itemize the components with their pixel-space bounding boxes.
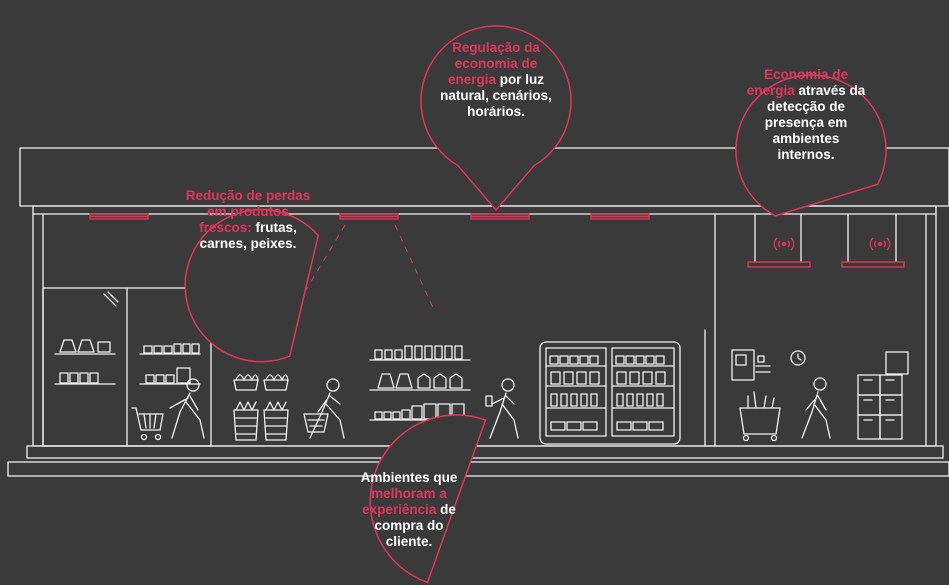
callout-fresh-products: Redução de perdas em produtos frescos: f… xyxy=(180,188,316,252)
refrigerators xyxy=(539,341,681,445)
glass-glare xyxy=(107,291,119,303)
callout-bubble-light xyxy=(420,25,572,212)
storage-room xyxy=(731,213,909,442)
center-shelves xyxy=(369,345,471,421)
callout-presence-detection: Economia de energia através da detecção … xyxy=(746,67,866,163)
callout-presence-accent: Economia de energia xyxy=(746,67,849,98)
callout-light-accent: Regulação da economia de energia xyxy=(447,40,540,87)
callout-fresh-text: frutas, carnes, peixes. xyxy=(199,220,297,251)
floor-base xyxy=(26,445,944,459)
display-shelf-items xyxy=(54,339,201,385)
callout-fresh-accent: Redução de perdas em produtos frescos: xyxy=(185,188,311,235)
produce-display xyxy=(233,374,289,441)
callout-bubble-fresh xyxy=(184,208,320,363)
glass-glare xyxy=(103,293,117,307)
callout-presence-text: através da detecção de presença em ambie… xyxy=(764,83,866,162)
callout-light-text: por luz natural, cenários, horários. xyxy=(440,72,552,119)
ceiling-lamps xyxy=(89,213,905,268)
callout-bubble-presence xyxy=(735,74,887,217)
callout-natural-light: Regulação da economia de energia por luz… xyxy=(440,40,552,120)
callout-experience-text-before: Ambientes que xyxy=(360,470,458,485)
sidewalk xyxy=(7,461,949,477)
callout-experience-accent: melhoram a experiência xyxy=(362,486,447,517)
callout-customer-experience: Ambientes que melhoram a experiência de … xyxy=(350,470,468,550)
presence-sensor-icon xyxy=(773,237,891,251)
shopper-with-cart xyxy=(131,378,205,441)
light-beams xyxy=(299,224,436,313)
callout-experience-text-after: de compra do cliente. xyxy=(374,502,456,549)
shopper-with-basket xyxy=(303,378,345,439)
callout-bubble-experience xyxy=(369,414,487,584)
shopper-with-bottle xyxy=(485,378,519,439)
